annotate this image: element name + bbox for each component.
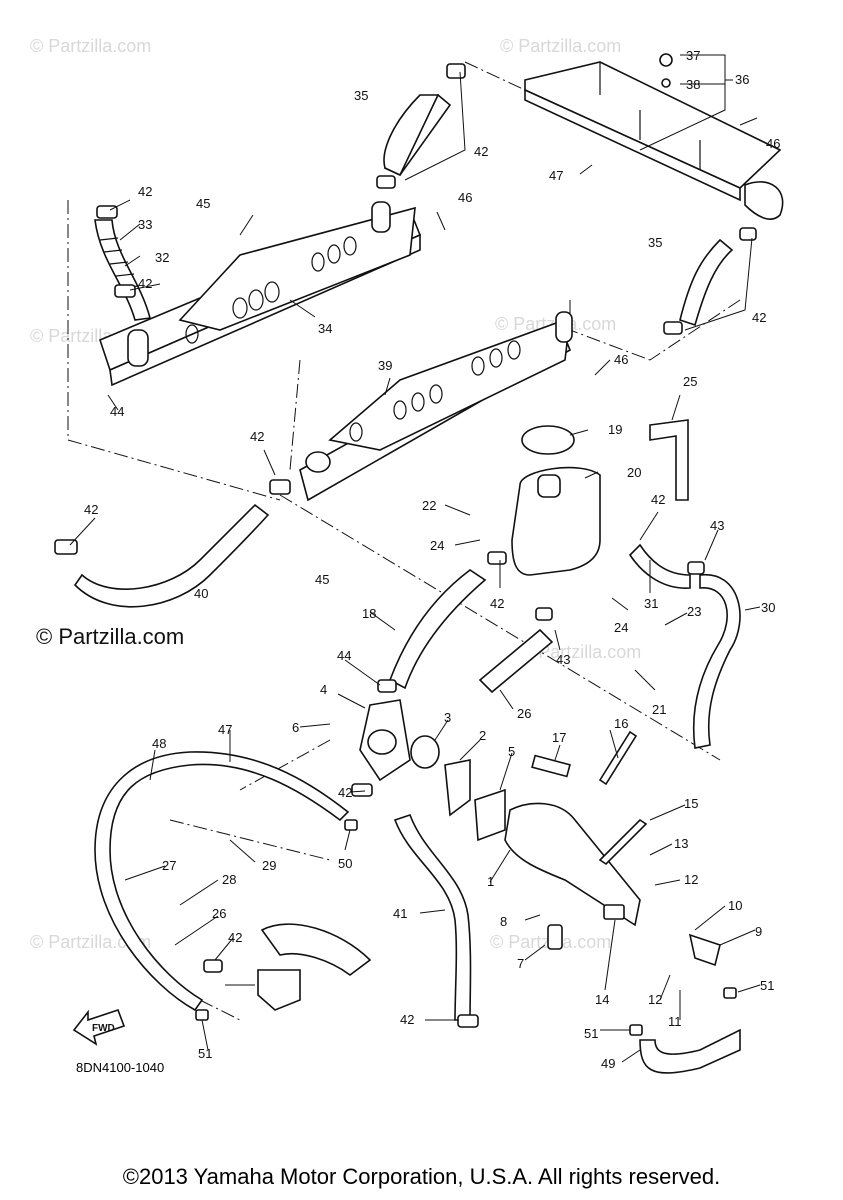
callout-label: 32 xyxy=(155,250,169,265)
callout-label: 40 xyxy=(194,586,208,601)
callout-label: 44 xyxy=(110,404,124,419)
watermark-faint: © Partzilla.com xyxy=(30,36,151,56)
callout-label: 37 xyxy=(686,48,700,63)
callout-label: 18 xyxy=(362,606,376,621)
callout-label: 42 xyxy=(400,1012,414,1027)
callout-label: 46 xyxy=(766,136,780,151)
callout-label: 3 xyxy=(444,710,451,725)
callout-label: 15 xyxy=(684,796,698,811)
callout-label: 26 xyxy=(212,906,226,921)
callout-label: 51 xyxy=(584,1026,598,1041)
coolant-reservoir xyxy=(511,425,601,576)
callout-label: 29 xyxy=(262,858,276,873)
diagram-reference-code: 8DN4100-1040 xyxy=(76,1060,165,1075)
callout-label: 44 xyxy=(337,648,351,663)
callout-label: 42 xyxy=(752,310,766,325)
callout-label: 49 xyxy=(601,1056,615,1071)
callout-label: 35 xyxy=(354,88,368,103)
callout-label: 47 xyxy=(549,168,563,183)
callout-label: 42 xyxy=(474,144,488,159)
callout-label: 10 xyxy=(728,898,742,913)
callout-label: 42 xyxy=(250,429,264,444)
callout-label: 48 xyxy=(152,736,166,751)
fwd-arrow-icon: FWD xyxy=(72,1008,126,1046)
callout-label: 24 xyxy=(614,620,628,635)
callout-label: 42 xyxy=(138,276,152,291)
callout-label: 24 xyxy=(430,538,444,553)
callout-label: 6 xyxy=(292,720,299,735)
callout-label: 42 xyxy=(228,930,242,945)
callout-label: 42 xyxy=(84,502,98,517)
assembly-guide-lines xyxy=(67,61,741,1021)
callout-label: 38 xyxy=(686,77,700,92)
callout-label: 22 xyxy=(422,498,436,513)
callout-label: 16 xyxy=(614,716,628,731)
callout-label: 1 xyxy=(487,874,494,889)
callout-label: 45 xyxy=(196,196,210,211)
callout-label: 4 xyxy=(320,682,327,697)
callout-label: 51 xyxy=(198,1046,212,1061)
callout-label: 46 xyxy=(614,352,628,367)
callout-label: 35 xyxy=(648,235,662,250)
callout-label: 17 xyxy=(552,730,566,745)
callout-label: 50 xyxy=(338,856,352,871)
callout-label: 7 xyxy=(517,956,524,971)
callout-label: 42 xyxy=(490,596,504,611)
callout-label: 33 xyxy=(138,217,152,232)
callout-label: 19 xyxy=(608,422,622,437)
callout-label: 13 xyxy=(674,836,688,851)
callout-label: 45 xyxy=(315,572,329,587)
callout-label: 27 xyxy=(162,858,176,873)
callout-label: 41 xyxy=(393,906,407,921)
callout-label: 11 xyxy=(668,1014,682,1029)
callout-labels: 1 2 3 4 5 6 7 8 9 10 11 12 12 13 14 15 1… xyxy=(84,48,780,1071)
clamps-and-fasteners xyxy=(54,53,757,1036)
fwd-label: FWD xyxy=(92,1023,115,1034)
callout-label: 36 xyxy=(735,72,749,87)
engine-cooling-parts xyxy=(359,699,721,967)
callout-label: 30 xyxy=(761,600,775,615)
callout-label: 43 xyxy=(710,518,724,533)
callout-label: 46 xyxy=(458,190,472,205)
callout-label: 42 xyxy=(651,492,665,507)
upper-radiator xyxy=(99,201,422,387)
callout-label: 2 xyxy=(479,728,486,743)
callout-label: 28 xyxy=(222,872,236,887)
callout-label: 12 xyxy=(684,872,698,887)
callout-label: 9 xyxy=(755,924,762,939)
callout-label: 42 xyxy=(138,184,152,199)
watermark-faint: © Partzilla.com xyxy=(520,642,641,662)
callout-label: 51 xyxy=(760,978,774,993)
callout-label: 21 xyxy=(652,702,666,717)
watermark-faint: © Partzilla.com xyxy=(500,36,621,56)
engine-block-section xyxy=(257,923,372,1011)
leader-lines xyxy=(69,54,761,1063)
callout-label: 47 xyxy=(218,722,232,737)
callout-label: 20 xyxy=(627,465,641,480)
callout-label: 14 xyxy=(595,992,609,1007)
callout-label: 8 xyxy=(500,914,507,929)
callout-label: 39 xyxy=(378,358,392,373)
callout-label: 31 xyxy=(644,596,658,611)
callout-label: 23 xyxy=(687,604,701,619)
radiator-cover xyxy=(524,61,784,220)
hoses xyxy=(73,93,741,1074)
callout-label: 26 xyxy=(517,706,531,721)
callout-label: 42 xyxy=(338,785,352,800)
callout-label: 25 xyxy=(683,374,697,389)
copyright-notice: ©2013 Yamaha Motor Corporation, U.S.A. A… xyxy=(122,1164,721,1189)
callout-label: 34 xyxy=(318,321,332,336)
callout-label: 5 xyxy=(508,744,515,759)
lower-radiator xyxy=(299,311,573,502)
callout-label: 12 xyxy=(648,992,662,1007)
callout-label: 43 xyxy=(556,652,570,667)
partzilla-watermark: © Partzilla.com xyxy=(36,624,185,649)
